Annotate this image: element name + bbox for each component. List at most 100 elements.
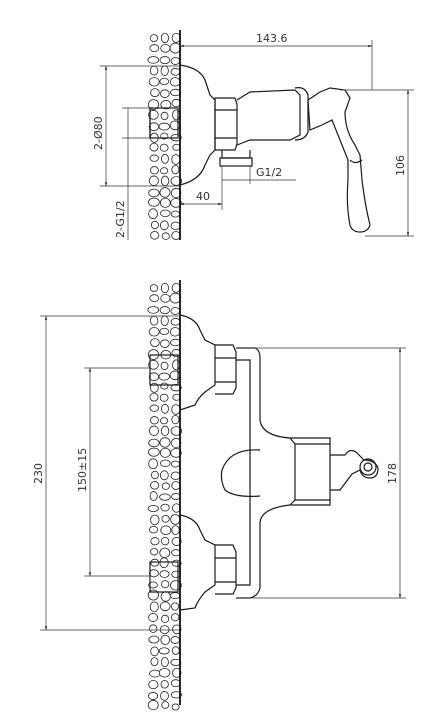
wall-stone <box>161 701 170 709</box>
wall-stone <box>160 459 171 468</box>
wall-stone <box>147 99 160 110</box>
wall-stone <box>149 404 159 412</box>
wall-stone <box>159 393 169 402</box>
dim-outlet: G1/2 <box>256 166 282 179</box>
wall-stone <box>171 549 181 557</box>
wall-stone <box>160 503 170 512</box>
wall-stone <box>170 679 181 688</box>
escutcheon <box>179 64 216 186</box>
wall-stone <box>148 581 158 589</box>
upper-escutcheon <box>179 314 216 411</box>
wall-stone <box>160 100 172 110</box>
wall-stone <box>147 504 159 512</box>
wall-stone <box>147 692 159 700</box>
wall-stone <box>148 438 160 448</box>
hex-nut <box>214 97 238 151</box>
wall-stone <box>160 89 170 98</box>
wall-stone <box>148 175 159 186</box>
wall-stone <box>149 491 158 501</box>
wall-stone <box>160 525 172 536</box>
wall-stone <box>159 547 171 559</box>
wall-stone <box>148 613 159 622</box>
wall-stone <box>158 372 170 381</box>
wall-stone <box>149 294 160 303</box>
wall-stone <box>160 282 169 294</box>
dim-depth: 40 <box>196 190 210 203</box>
wall-stone <box>171 415 180 425</box>
wall-stone <box>148 680 159 690</box>
wall-stone <box>170 67 181 76</box>
wall-stone <box>159 197 171 208</box>
wall-stone <box>170 383 182 392</box>
wall-stone <box>149 154 159 162</box>
outlet-nipple <box>221 150 251 159</box>
stone-wall-top <box>147 32 183 240</box>
wall-stone <box>171 348 181 358</box>
lever-handle <box>307 87 371 233</box>
wall-stone <box>148 635 160 644</box>
wall-stone <box>159 306 171 315</box>
dim-thread: 2-G1/2 <box>114 200 127 238</box>
wall-stone <box>148 372 159 382</box>
wall-stone <box>147 699 159 711</box>
lower-escutcheon <box>179 514 216 611</box>
wall-stone <box>150 338 160 348</box>
wall-stone <box>172 109 181 121</box>
wall-stone <box>160 43 171 53</box>
wall-stone <box>148 327 160 337</box>
wall-stone <box>170 57 181 65</box>
wall-stone <box>150 646 159 657</box>
wall-stone <box>169 327 181 337</box>
wall-stone <box>170 307 181 315</box>
wall-stone <box>148 109 159 120</box>
wall-stone <box>147 306 160 314</box>
wall-stone <box>161 153 169 164</box>
wall-stone <box>150 470 159 480</box>
wall-stone <box>171 492 181 500</box>
wall-stone <box>159 625 170 635</box>
wall-stone <box>148 208 158 220</box>
dim-body-height: 178 <box>386 463 399 484</box>
wall-stone <box>170 471 181 481</box>
wall-stone <box>149 315 159 326</box>
wall-stone <box>172 359 181 371</box>
wall-stone <box>149 569 159 578</box>
wall-stone <box>149 166 159 175</box>
wall-stone <box>171 98 181 108</box>
wall-stone <box>170 636 180 644</box>
wall-stone <box>148 197 160 207</box>
wall-stone <box>161 482 170 490</box>
wall-stone <box>160 167 169 175</box>
wall-stone <box>170 602 180 611</box>
wall-stone <box>148 77 160 87</box>
wall-stone <box>161 403 169 414</box>
side-view: 143.6 2-Ø80 2-G1/2 40 G1/2 106 <box>92 30 414 240</box>
wall-stone <box>150 514 160 526</box>
wall-stone <box>160 425 170 437</box>
wall-stone <box>159 56 171 65</box>
wall-stone <box>149 525 159 534</box>
wall-stone <box>161 580 170 589</box>
dim-flange: 2-Ø80 <box>92 116 105 150</box>
wall-stone <box>148 458 158 470</box>
wall-stone <box>150 558 160 567</box>
wall-stone <box>171 703 180 711</box>
wall-stone <box>160 339 170 348</box>
wall-stone <box>160 209 171 218</box>
wall-stone <box>160 470 169 481</box>
wall-stone <box>158 122 170 131</box>
wall-stone <box>150 88 160 98</box>
wall-stone <box>158 647 170 655</box>
wall-stone <box>149 142 159 152</box>
dim-height: 106 <box>394 155 407 176</box>
wall-stone <box>169 592 181 600</box>
wall-stone <box>150 481 160 490</box>
wall-stone <box>160 293 171 303</box>
wall-stone <box>170 460 180 468</box>
wall-stone <box>149 669 161 678</box>
wall-stone <box>148 122 159 132</box>
wall-stone <box>170 210 180 218</box>
wall-stone <box>172 624 182 635</box>
wall-stone <box>171 282 181 293</box>
